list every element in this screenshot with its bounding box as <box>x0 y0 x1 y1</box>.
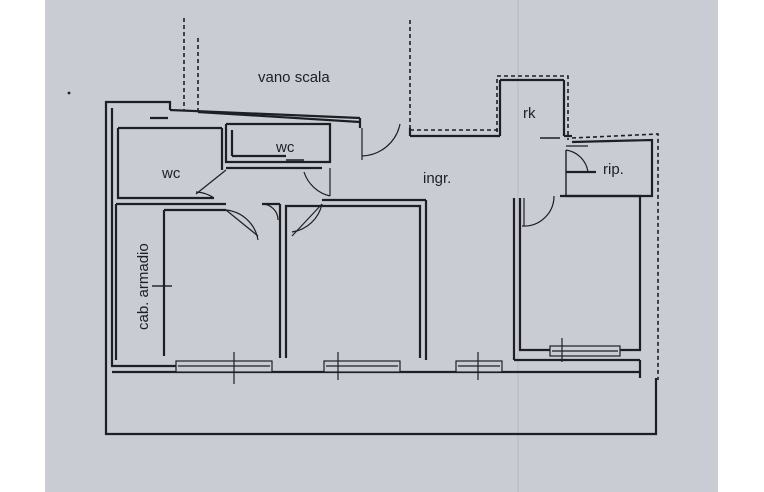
left-wc-walls <box>116 116 224 200</box>
label-wc-left: wc <box>161 165 181 182</box>
label-wc-center: wc <box>275 139 295 156</box>
bedroom-left-walls <box>114 202 282 360</box>
door-swings <box>195 123 589 241</box>
stairwell-boundary <box>183 18 500 131</box>
paper-sheet <box>45 0 718 492</box>
bedroom-center-walls <box>284 198 428 360</box>
windows <box>175 338 621 384</box>
stray-mark <box>67 91 71 95</box>
label-storage: rip. <box>603 161 624 178</box>
label-entrance: ingr. <box>423 170 451 187</box>
center-wc-walls <box>224 122 332 170</box>
label-stairwell: vano scala <box>258 69 330 86</box>
bedroom-right-walls <box>512 194 642 362</box>
rack-niche <box>496 75 569 140</box>
label-closet: cab. armadio <box>135 243 152 330</box>
label-rack: rk <box>523 105 536 122</box>
